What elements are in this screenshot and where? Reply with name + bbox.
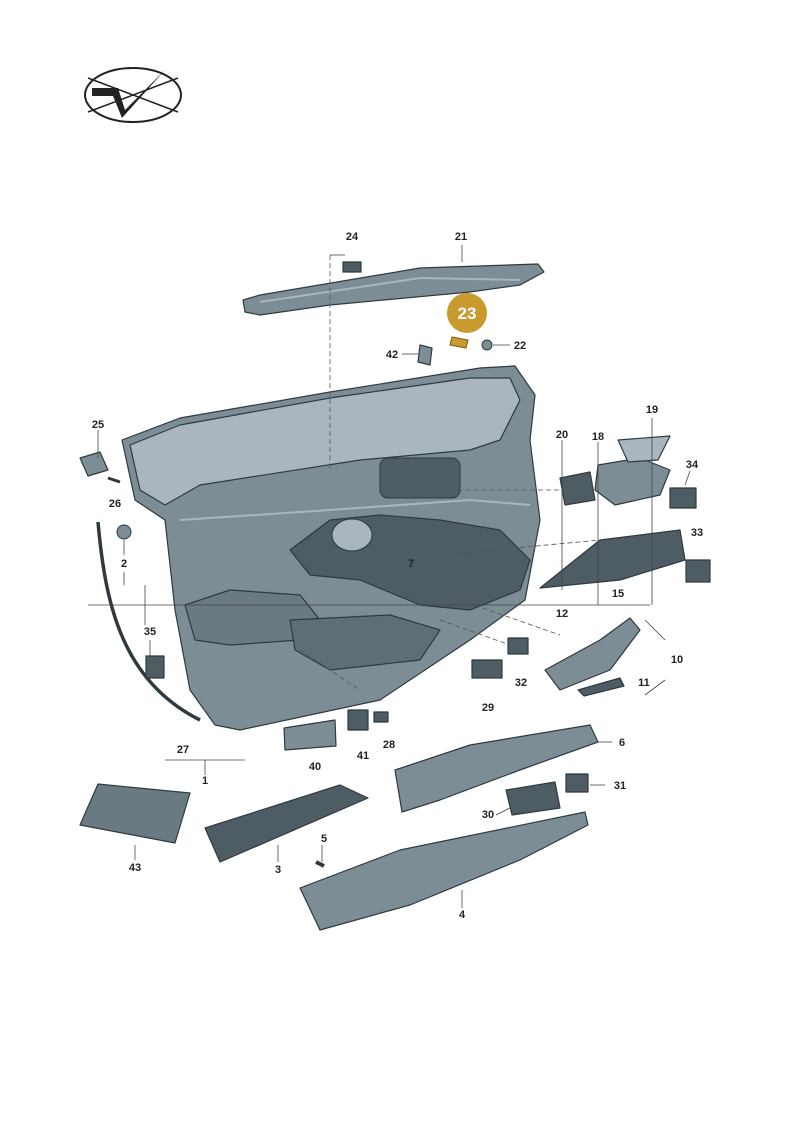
highlight-badge	[447, 293, 487, 333]
switch-part-33	[685, 559, 711, 583]
trim-part-10	[544, 617, 641, 691]
callout-11: 11	[638, 677, 650, 689]
clip-part-42	[417, 344, 433, 366]
brand-logo	[84, 67, 182, 123]
clip-part-22	[481, 339, 493, 351]
callout-15: 15	[612, 588, 624, 600]
callout-7: 7	[408, 558, 414, 570]
callout-4: 4	[459, 909, 466, 921]
callout-25: 25	[92, 419, 104, 431]
callout-32: 32	[515, 677, 527, 689]
callout-12: 12	[556, 608, 568, 620]
callout-28: 28	[383, 739, 395, 751]
highlight-badge-label: 23	[458, 304, 477, 323]
clip-part-41	[347, 709, 369, 731]
armrest-cover-part-4	[299, 811, 589, 931]
seal-strip	[96, 521, 201, 722]
callout-22: 22	[514, 340, 526, 352]
callout-19: 19	[646, 404, 658, 416]
bracket-part-40	[283, 719, 337, 751]
trim-part-11	[577, 677, 625, 697]
handle-cover-part-19	[617, 435, 671, 463]
callout-33: 33	[691, 527, 703, 539]
callout-18: 18	[592, 431, 604, 443]
switch-part-31	[565, 773, 589, 793]
callout-20: 20	[556, 429, 568, 441]
clip-part-28	[373, 711, 389, 723]
callout-41: 41	[357, 750, 369, 762]
highlighted-clip-part-23	[449, 336, 469, 349]
upper-trim-strip	[242, 263, 545, 316]
bracket-part-25	[79, 451, 109, 477]
pad-part-43	[79, 783, 191, 844]
callout-27: 27	[177, 744, 189, 756]
leader-lines	[88, 245, 691, 908]
callout-26: 26	[109, 498, 121, 510]
switch-part-34	[669, 487, 697, 509]
switch-part-29	[471, 659, 503, 679]
callout-21: 21	[455, 231, 467, 243]
clip-part-24	[342, 261, 362, 273]
switch-part-32	[507, 637, 529, 655]
callout-42: 42	[386, 349, 398, 361]
callout-10: 10	[671, 654, 683, 666]
callout-5: 5	[321, 833, 327, 845]
switch-part-35	[145, 655, 165, 679]
callout-30: 30	[482, 809, 494, 821]
clip-part-2	[116, 524, 132, 540]
bracket-part-20	[559, 471, 596, 506]
armrest-part-6	[394, 724, 599, 813]
door-panel	[121, 365, 541, 731]
callout-6: 6	[619, 737, 625, 749]
callout-3: 3	[275, 864, 281, 876]
trim-part-15	[539, 529, 686, 589]
callout-1: 1	[202, 775, 208, 787]
callout-24: 24	[346, 231, 359, 243]
screw-part-5	[315, 860, 325, 868]
insert-part-3	[204, 784, 369, 863]
callout-35: 35	[144, 626, 156, 638]
callout-34: 34	[686, 459, 699, 471]
screw-part-26	[107, 476, 121, 484]
callout-43: 43	[129, 862, 141, 874]
callout-2: 2	[121, 558, 127, 570]
callout-labels: 24 21 22 42 25 26 2 20 18 19 34 33 7 15 …	[92, 231, 703, 921]
switch-panel-part-30	[505, 781, 561, 816]
handle-part-18	[594, 457, 671, 506]
callout-40: 40	[309, 761, 321, 773]
callout-29: 29	[482, 702, 494, 714]
callout-31: 31	[614, 780, 626, 792]
